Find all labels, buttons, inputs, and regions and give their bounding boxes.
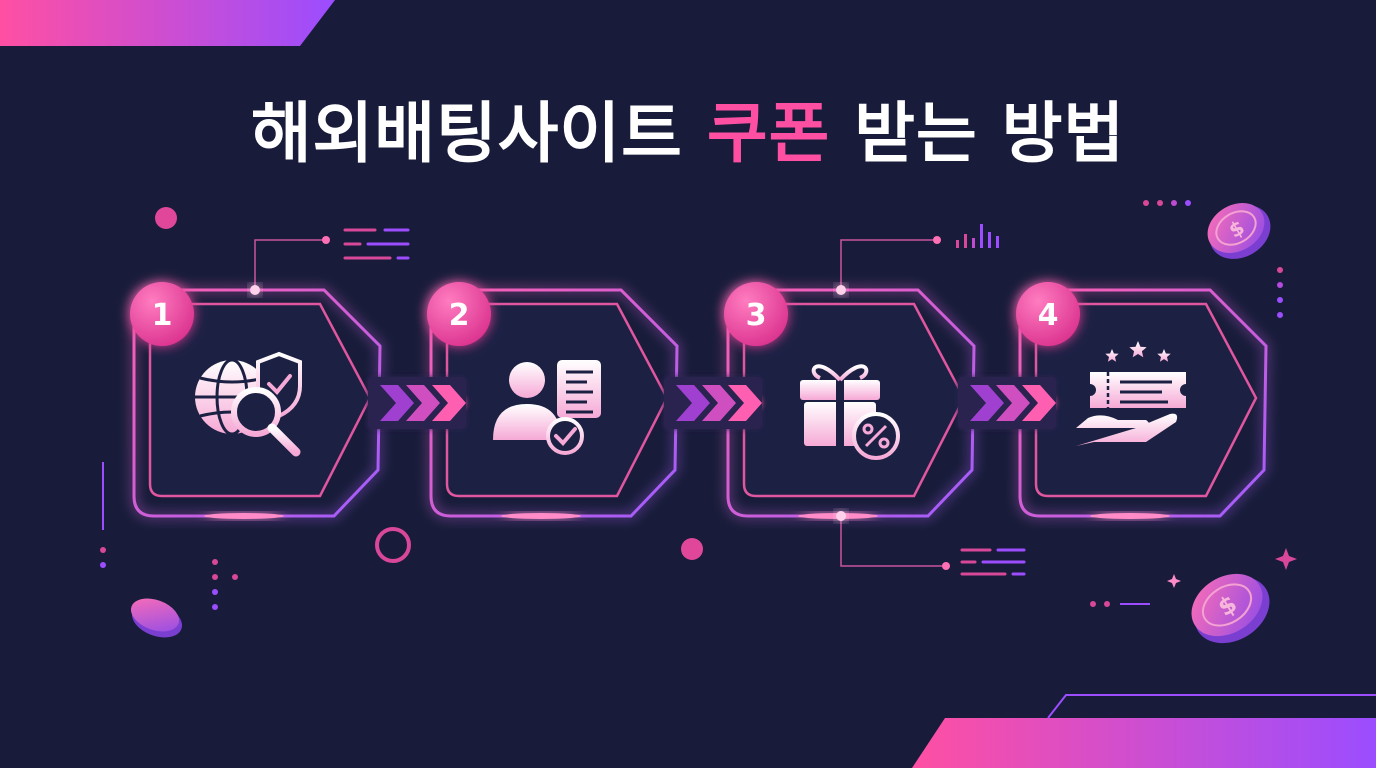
step-badge bbox=[724, 282, 788, 346]
gift-percent-icon bbox=[800, 364, 900, 460]
glow-spot bbox=[204, 513, 284, 519]
step-number: 4 bbox=[1038, 298, 1059, 333]
title-part1: 해외배팅사이트 bbox=[250, 95, 683, 172]
glow-spot bbox=[501, 513, 581, 519]
step-card: 4 bbox=[1016, 282, 1268, 519]
step-badge bbox=[1016, 282, 1080, 346]
step-number: 1 bbox=[152, 298, 173, 333]
step-card: 2 bbox=[427, 282, 679, 519]
step-number: 3 bbox=[746, 298, 767, 333]
step-badge bbox=[427, 282, 491, 346]
ticket-hand-stars-icon bbox=[1076, 341, 1186, 446]
chevron-arrow-icon bbox=[664, 377, 762, 429]
step-number: 2 bbox=[449, 298, 470, 333]
title-part2: 받는 방법 bbox=[854, 95, 1126, 172]
globe-search-shield-icon bbox=[195, 351, 302, 457]
bottom-right-corner-line bbox=[1047, 694, 1376, 719]
step-badge bbox=[130, 282, 194, 346]
title-highlight: 쿠폰 bbox=[706, 95, 831, 172]
step-card: 3 bbox=[724, 282, 976, 519]
coin-icon bbox=[130, 598, 183, 638]
page-title: 해외배팅사이트 쿠폰 받는 방법 bbox=[0, 80, 1376, 176]
connector-node bbox=[250, 285, 260, 295]
chevron-arrow-icon bbox=[958, 377, 1056, 429]
step-card: 1 bbox=[130, 282, 382, 519]
chevron-arrow-icon bbox=[368, 377, 466, 429]
glow-spot bbox=[1090, 513, 1170, 519]
user-document-check-icon bbox=[493, 360, 601, 455]
bottom-right-corner-band bbox=[912, 718, 1376, 768]
connector-node bbox=[836, 285, 846, 295]
connector-node bbox=[836, 511, 846, 521]
coin-icon: $ bbox=[1207, 203, 1271, 259]
top-left-corner-band bbox=[0, 0, 335, 46]
decorative-elements bbox=[100, 200, 1297, 610]
coin-icon: $ bbox=[1191, 573, 1270, 644]
